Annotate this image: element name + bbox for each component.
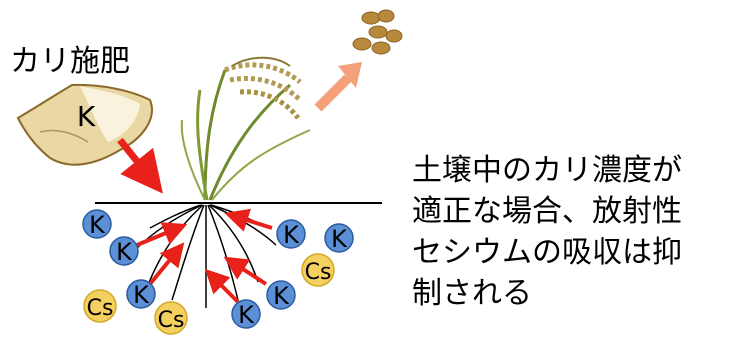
uptake-arrows bbox=[136, 208, 273, 304]
potassium-ion: K bbox=[126, 279, 156, 309]
bag-label: K bbox=[77, 100, 96, 133]
svg-text:K: K bbox=[133, 281, 150, 309]
grain-arrow-head bbox=[338, 62, 362, 88]
svg-text:Cs: Cs bbox=[158, 308, 185, 333]
potassium-ion: K bbox=[276, 219, 306, 249]
cesium-ion: Cs bbox=[154, 301, 188, 335]
potassium-ion: K bbox=[109, 236, 139, 266]
svg-text:Cs: Cs bbox=[305, 260, 332, 285]
svg-text:K: K bbox=[238, 301, 255, 329]
potassium-ion: K bbox=[231, 299, 261, 329]
fertilizer-bag-icon: K bbox=[16, 83, 153, 166]
description-text: 土壌中のカリ濃度が 適正な場合、放射性 セシウムの吸収は抑 制される bbox=[412, 150, 730, 314]
potassium-ion: K bbox=[266, 280, 296, 310]
svg-text:Cs: Cs bbox=[87, 296, 114, 321]
description-line: セシウムの吸収は抑 bbox=[412, 235, 682, 270]
svg-text:K: K bbox=[283, 221, 300, 249]
description-line: 適正な場合、放射性 bbox=[412, 194, 682, 229]
description-line: 制される bbox=[412, 276, 532, 311]
svg-text:K: K bbox=[89, 211, 106, 239]
description-line: 土壌中のカリ濃度が bbox=[412, 153, 682, 188]
rice-grains-icon bbox=[352, 9, 403, 55]
potassium-ion: K bbox=[82, 209, 112, 239]
fertilizer-title: カリ施肥 bbox=[10, 44, 130, 79]
svg-text:K: K bbox=[331, 225, 348, 253]
svg-text:K: K bbox=[273, 282, 290, 310]
cesium-ion: Cs bbox=[83, 289, 117, 323]
fertilizer-arrow bbox=[117, 137, 163, 194]
rice-plant-icon bbox=[180, 56, 311, 201]
grain-arrow bbox=[314, 74, 352, 112]
potassium-ion: K bbox=[324, 223, 354, 253]
roots-icon bbox=[134, 204, 277, 308]
svg-text:K: K bbox=[116, 238, 133, 266]
cesium-ion: Cs bbox=[301, 253, 335, 287]
